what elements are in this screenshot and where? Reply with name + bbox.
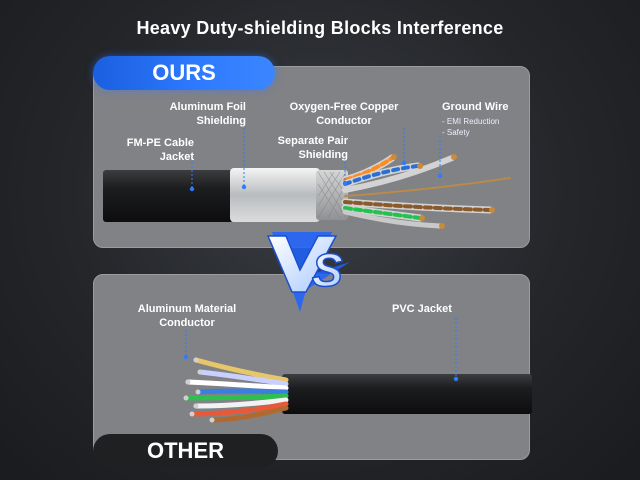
label-aluminum-foil: Aluminum Foil Shielding [169,101,246,127]
label-pvc-jacket: PVC Jacket [392,303,452,315]
label-separate-pair: Separate Pair Shielding [277,135,348,161]
pvc-jacket [282,374,532,414]
vs-text: S [312,244,343,296]
other-panel [93,274,530,460]
ours-jacket [103,170,233,222]
ours-badge: OURS [93,56,275,90]
label-fm-pe-jacket: FM-PE Cable Jacket [126,137,194,163]
page-title: Heavy Duty-shielding Blocks Interference [136,18,504,38]
label-ground-wire: Ground Wire [442,101,509,113]
label-aluminum-conductor: Aluminum Material Conductor [137,303,237,329]
ours-cable [103,154,511,229]
other-cable [183,357,532,423]
label-oxygen-free-copper: Oxygen-Free Copper Conductor [289,101,399,127]
vs-emblem: S [266,232,350,312]
foil-shield [230,168,320,222]
other-badge: OTHER [93,434,278,468]
ground-bullet-emi: - EMI Reduction [442,117,500,126]
ground-bullet-safety: - Safety [442,128,470,137]
